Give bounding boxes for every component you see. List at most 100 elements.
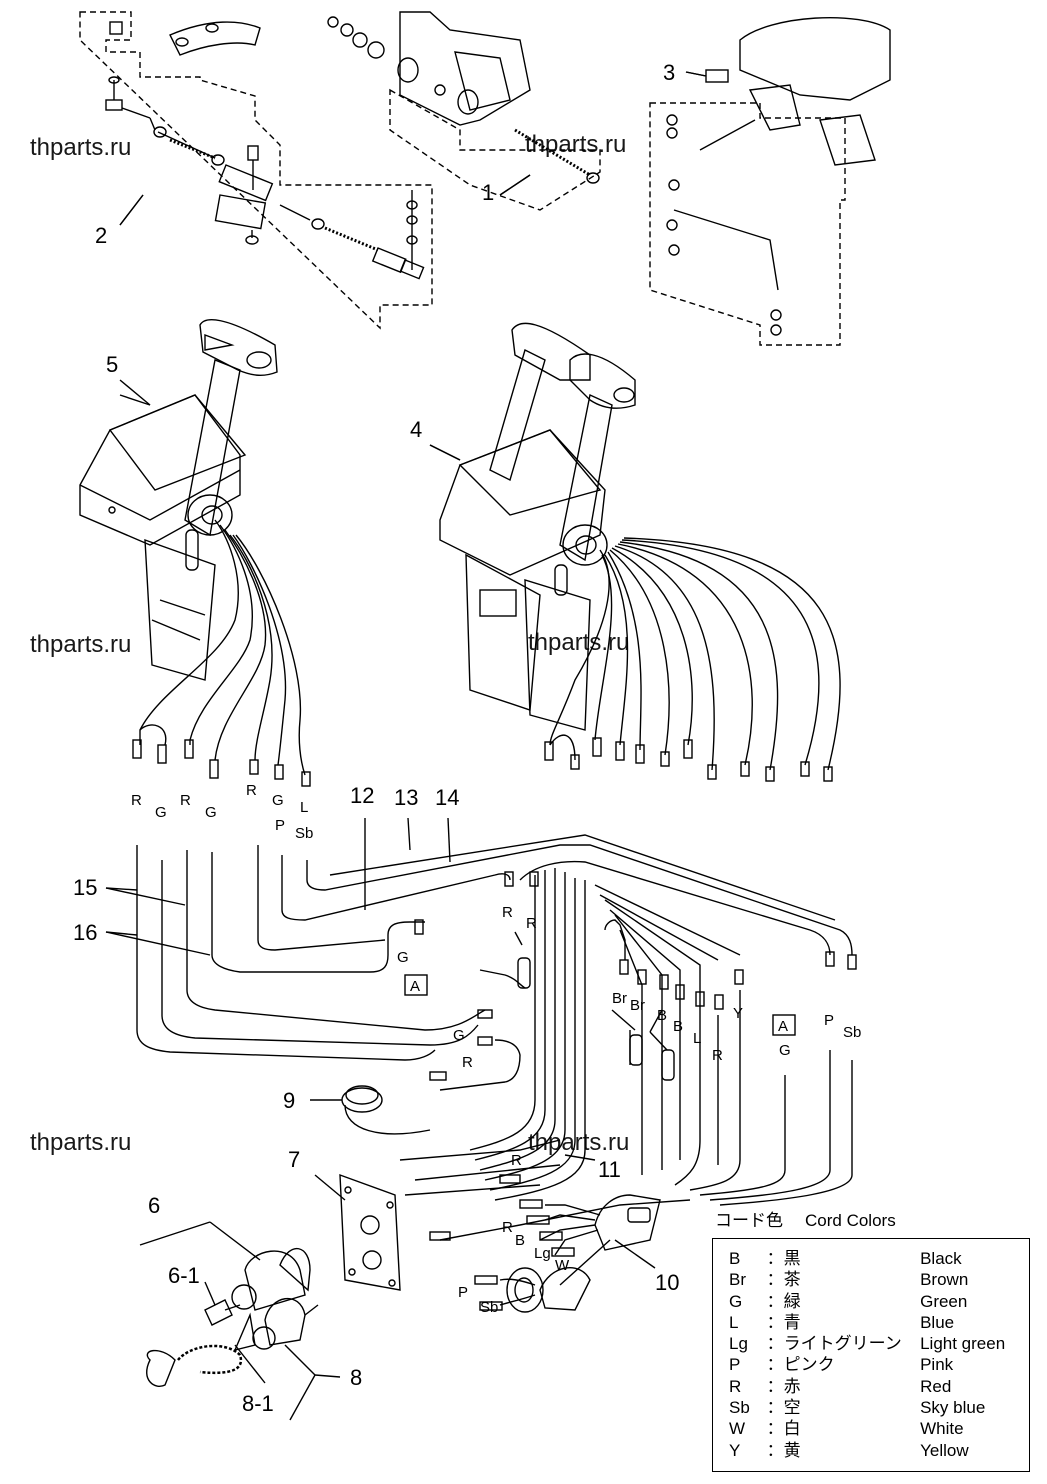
legend-code: P xyxy=(729,1355,741,1375)
dual-lever-remote-control xyxy=(429,322,636,731)
watermark-1: thparts.ru xyxy=(30,134,131,161)
right-wire-connectors xyxy=(544,737,833,782)
legend-code: R xyxy=(729,1376,742,1396)
legend-row: Y ：黄 Yellow xyxy=(729,1440,1029,1461)
legend-en: Green xyxy=(920,1291,968,1311)
main-switch xyxy=(204,1247,311,1326)
left-remote-wires xyxy=(139,519,306,776)
wire-label: W xyxy=(555,1257,570,1274)
wire-label: B xyxy=(673,1018,683,1035)
legend-title-en: Cord Colors xyxy=(805,1211,896,1230)
wire-label: G xyxy=(453,1027,465,1044)
legend-code: L xyxy=(729,1312,739,1332)
engine-stop-switch xyxy=(146,1298,319,1387)
legend-code: B xyxy=(729,1249,741,1268)
callout-12: 12 xyxy=(350,783,374,808)
watermark-4: thparts.ru xyxy=(528,629,629,656)
legend-row: Sb ：空 Sky blue xyxy=(729,1397,1029,1418)
connector-a-box-left xyxy=(404,974,428,996)
wire-label: R xyxy=(712,1047,723,1064)
wire-label: G xyxy=(779,1042,791,1059)
wire-harness xyxy=(136,834,853,1241)
legend-en: Sky blue xyxy=(920,1398,986,1418)
wire-label: Lg xyxy=(534,1245,551,1262)
wire-label: Sb xyxy=(843,1024,861,1041)
single-lever-remote-control xyxy=(79,319,278,681)
callout-15: 15 xyxy=(73,875,97,900)
legend-row: L ：青 Blue xyxy=(729,1312,1029,1333)
wire-label: Sb xyxy=(480,1299,498,1316)
wire-label: P xyxy=(458,1284,468,1301)
legend-code: Sb xyxy=(729,1398,750,1418)
connector-a-label-left: A xyxy=(410,978,420,995)
wire-label: Br xyxy=(630,997,645,1014)
connector-a-box-right xyxy=(772,1014,796,1036)
callout-16: 16 xyxy=(73,920,97,945)
legend-code: Br xyxy=(729,1270,746,1290)
wire-label: B xyxy=(515,1232,525,1249)
callout-6: 6 xyxy=(148,1193,160,1218)
legend-title: コード色 Cord Colors xyxy=(715,1206,918,1231)
wire-label: P xyxy=(824,1012,834,1029)
legend-jp: ：ピンク xyxy=(766,1355,835,1375)
legend-en: Red xyxy=(920,1376,952,1396)
legend-en: Brown xyxy=(920,1270,969,1290)
wire-label: L xyxy=(300,799,308,816)
watermark-5: thparts.ru xyxy=(30,1129,131,1156)
legend-code: Lg xyxy=(729,1334,748,1354)
wire-label: R xyxy=(511,1152,522,1169)
callout-11: 11 xyxy=(598,1157,621,1182)
legend-en: Yellow xyxy=(920,1440,969,1460)
wire-label: G xyxy=(272,792,284,809)
harness-connectors xyxy=(414,871,857,1241)
wire-label: G xyxy=(155,804,167,821)
wire-label: R xyxy=(502,904,513,921)
callout-1: 1 xyxy=(482,180,494,205)
mounting-plate xyxy=(339,1173,401,1291)
wire-label: G xyxy=(205,804,217,821)
callout-6-1: 6-1 xyxy=(168,1263,200,1288)
wire-label: R xyxy=(502,1219,513,1236)
legend-jp: ：赤 xyxy=(766,1376,801,1396)
legend-code: W xyxy=(729,1419,746,1439)
right-remote-wires xyxy=(549,537,841,771)
wire-label: R xyxy=(131,792,142,809)
wire-label: P xyxy=(275,817,285,834)
wire-label: R xyxy=(246,782,257,799)
legend-row: Br ：茶 Brown xyxy=(729,1269,1029,1290)
wire-label: Sb xyxy=(295,825,313,842)
wire-label: R xyxy=(462,1054,473,1071)
callout-2: 2 xyxy=(95,223,107,248)
callout-8-1: 8-1 xyxy=(242,1391,274,1416)
legend-jp: ：黄 xyxy=(766,1440,801,1460)
callout-10: 10 xyxy=(655,1270,679,1295)
legend-jp: ：黒 xyxy=(766,1249,801,1268)
legend-jp: ：茶 xyxy=(766,1270,801,1290)
watermark-3: thparts.ru xyxy=(30,631,131,658)
legend-title-jp: コード色 xyxy=(715,1211,783,1230)
legend-en: Blue xyxy=(920,1312,955,1332)
wire-label: B xyxy=(657,1007,667,1024)
wire-label: Y xyxy=(733,1005,743,1022)
legend-jp: ：空 xyxy=(766,1398,801,1418)
legend-en: White xyxy=(920,1419,964,1439)
callout-7: 7 xyxy=(288,1147,300,1172)
legend-jp: ：青 xyxy=(766,1312,801,1332)
callout-13: 13 xyxy=(394,785,418,810)
legend-code: Y xyxy=(729,1440,741,1460)
callout-5: 5 xyxy=(106,352,118,377)
watermark-6: thparts.ru xyxy=(528,1129,629,1156)
plug-connectors xyxy=(474,1199,575,1311)
callout-8: 8 xyxy=(350,1365,362,1390)
wire-label: G xyxy=(397,949,409,966)
bracket-assembly xyxy=(649,17,891,346)
legend-code: G xyxy=(729,1291,743,1311)
wire-label: L xyxy=(693,1030,701,1047)
